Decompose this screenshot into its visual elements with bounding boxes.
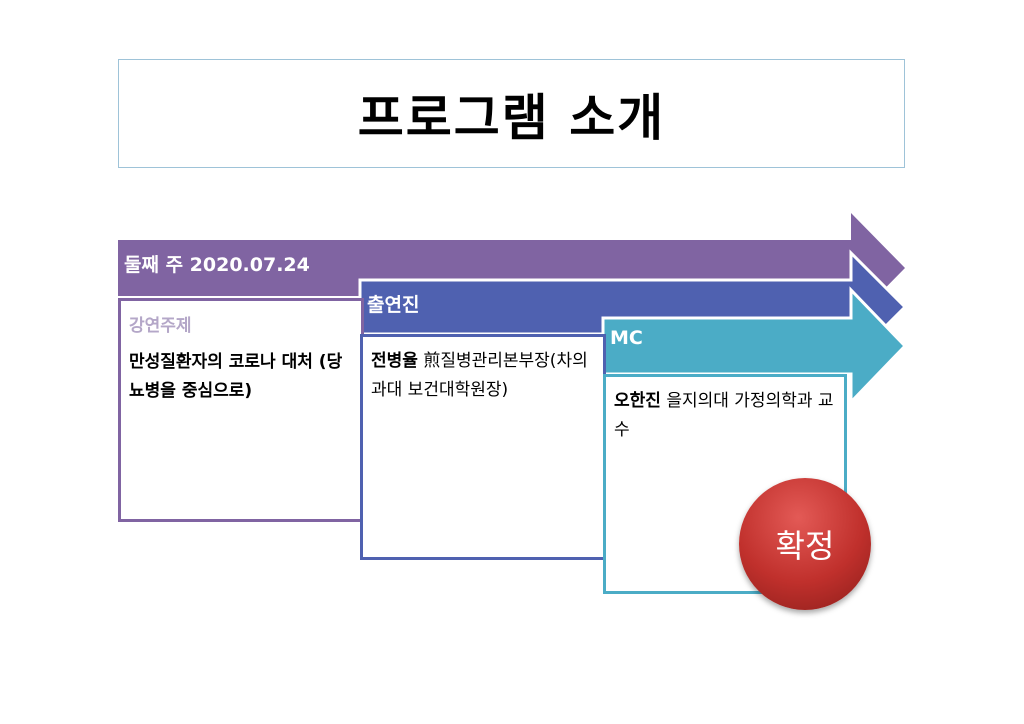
mc-name: 오한진 bbox=[614, 391, 661, 411]
confirmed-badge-label: 확정 bbox=[775, 527, 835, 565]
mc-description: 을지의대 가정의학과 교수 bbox=[614, 391, 834, 440]
performer-name: 전병율 bbox=[371, 351, 418, 371]
performers-label: 출연진 bbox=[367, 294, 420, 316]
slide-title: 프로그램 소개 bbox=[357, 88, 666, 147]
topic-heading: 강연주제 bbox=[129, 316, 192, 336]
performers-card: 전병율 煎질병관리본부장(차의과대 보건대학원장) bbox=[360, 334, 606, 560]
confirmed-badge: 확정 bbox=[739, 478, 871, 610]
topic-text: 만성질환자의 코로나 대처 (당뇨병을 중심으로) bbox=[129, 352, 343, 401]
title-box: 프로그램 소개 bbox=[118, 59, 905, 168]
performer-description: 煎질병관리본부장(차의과대 보건대학원장) bbox=[371, 351, 588, 400]
mc-label: MC bbox=[610, 327, 643, 349]
topic-card: 강연주제 만성질환자의 코로나 대처 (당뇨병을 중심으로) bbox=[118, 298, 364, 522]
week-date-label: 둘째 주 2020.07.24 bbox=[124, 254, 310, 276]
